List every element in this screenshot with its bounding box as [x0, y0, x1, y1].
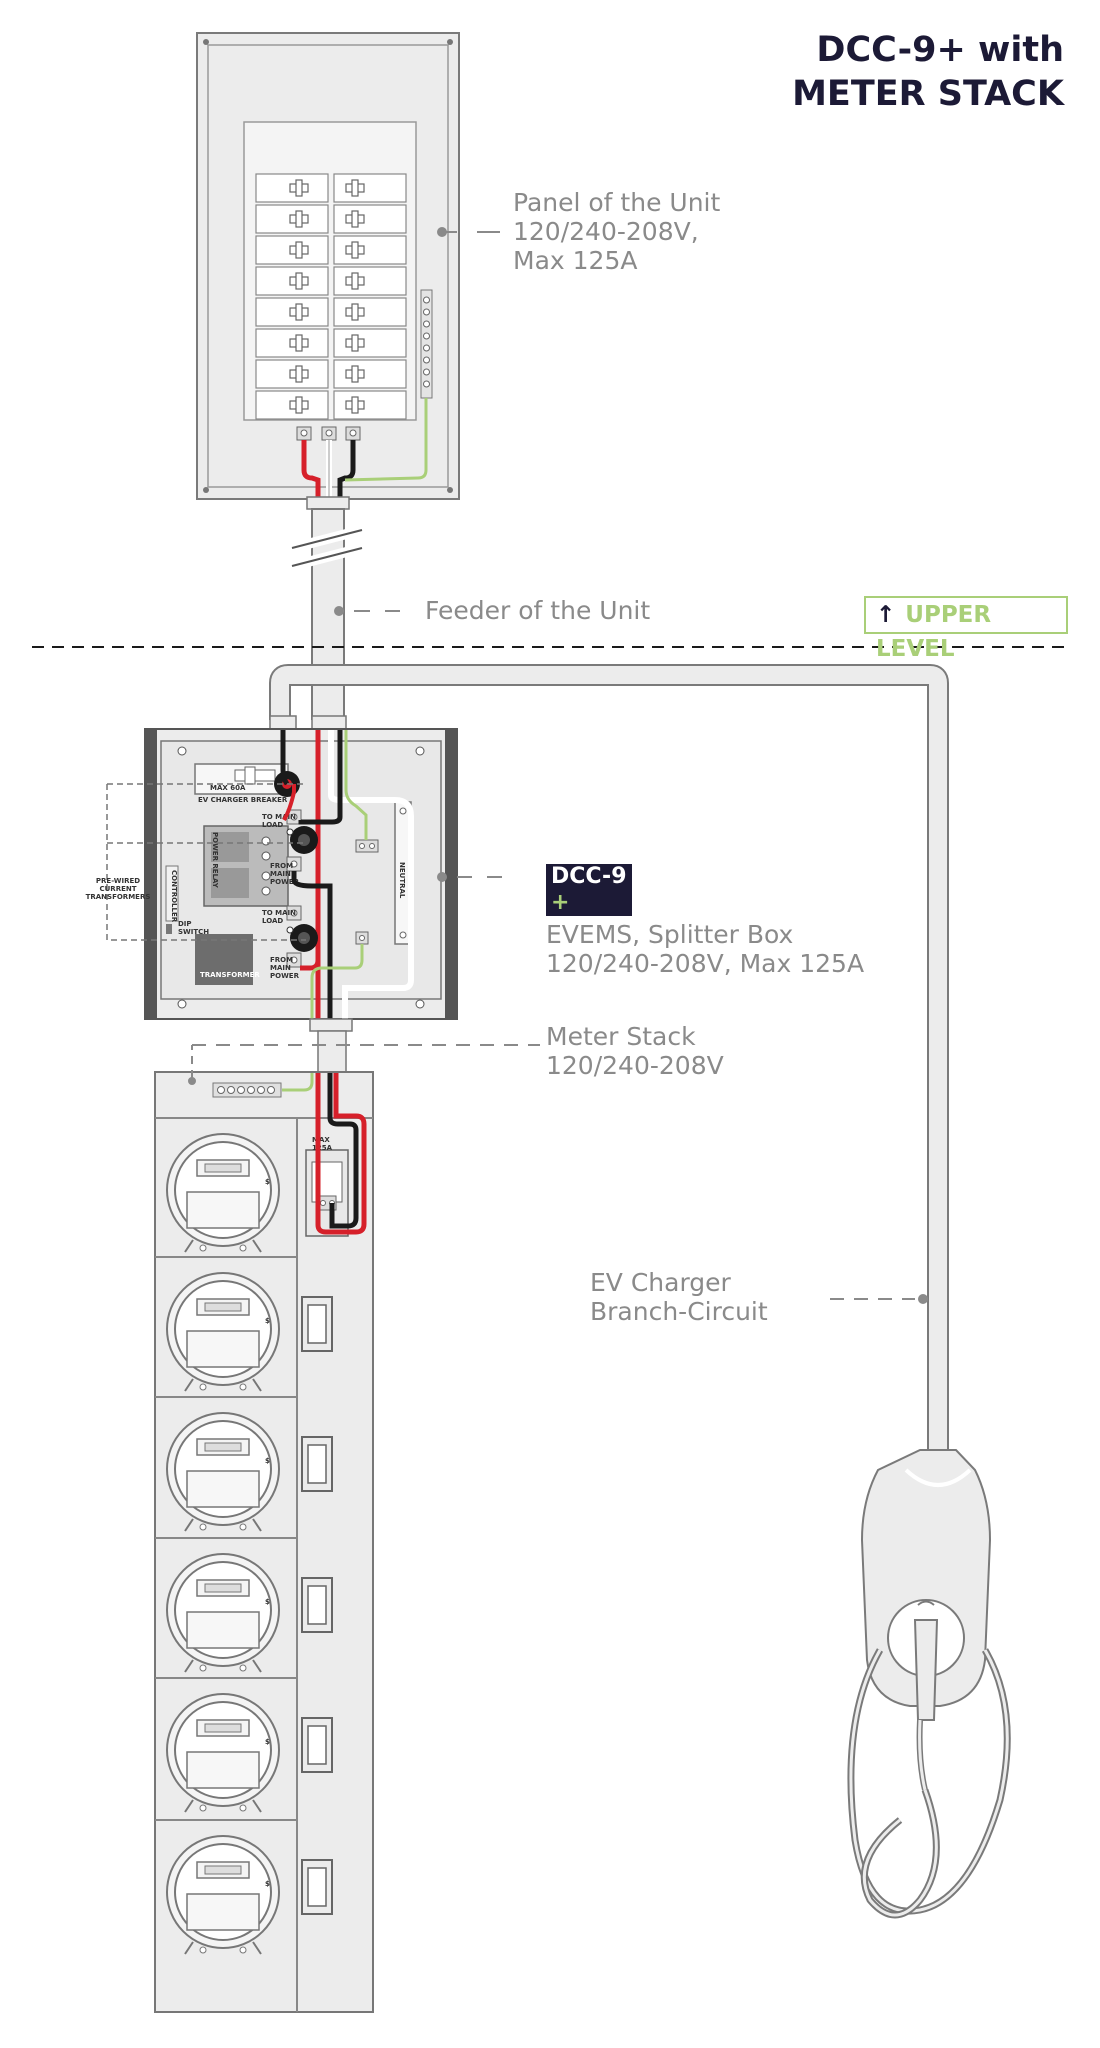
breaker-toggle: [295, 303, 303, 321]
breaker-toggle: [351, 334, 359, 352]
breaker-toggle: [351, 179, 359, 197]
meter-breaker: [301, 1577, 333, 1633]
breaker-toggle: [351, 303, 359, 321]
breaker-toggle: [351, 365, 359, 383]
panel-callout: Panel of the Unit 120/240-208V, Max 125A: [513, 188, 720, 275]
ev-breaker-label: EV CHARGER BREAKER: [198, 796, 288, 804]
ev-charger: [847, 1449, 1011, 1919]
feeder-conduit: [290, 508, 364, 720]
meter-breaker: [301, 1296, 333, 1352]
breaker-toggle: [351, 396, 359, 414]
panel-breakers: [255, 173, 407, 420]
meter-breaker: [301, 1436, 333, 1492]
meter-stack-callout: Meter Stack 120/240-208V: [546, 1022, 724, 1080]
panel-breaker: [333, 204, 407, 234]
controller-label: CONTROLLER: [170, 870, 178, 923]
panel-breaker: [333, 173, 407, 203]
dcc-badge-text: DCC-9: [551, 864, 627, 889]
callout-leaders: [188, 227, 928, 1304]
upper-level-tag: ↑UPPER LEVEL: [864, 596, 1068, 662]
dcc-badge-plus: +: [551, 890, 570, 915]
unit-panel: [196, 32, 460, 510]
panel-callout-line1: Panel of the Unit: [513, 188, 721, 217]
breaker-toggle: [295, 365, 303, 383]
neutral-bar-label: NEUTRAL: [398, 862, 406, 899]
title-line1: DCC-9+ with: [816, 30, 1064, 70]
ev-branch-callout-line2: Branch-Circuit: [590, 1297, 768, 1326]
ev-branch-callout-line1: EV Charger: [590, 1268, 731, 1297]
breaker-toggle: [295, 396, 303, 414]
panel-breaker: [333, 297, 407, 327]
dcc-splitter-box: MAX 60A EV CHARGER BREAKER TRANSFORMER T…: [106, 715, 458, 1032]
dcc-callout-line2: 120/240-208V, Max 125A: [546, 949, 865, 978]
main-lugs: [296, 426, 361, 441]
meter-breaker: [301, 1717, 333, 1773]
upper-level-label: UPPER LEVEL: [876, 602, 992, 662]
panel-breaker: [333, 390, 407, 420]
ev-branch-callout: EV Charger Branch-Circuit: [590, 1268, 768, 1326]
ground-bar: [420, 289, 433, 399]
meter-stack-callout-line1: Meter Stack: [546, 1022, 696, 1051]
panel-breaker: [333, 266, 407, 296]
main-breaker: [305, 1149, 349, 1237]
breaker-toggle: [295, 210, 303, 228]
feeder-callout-line1: Feeder of the Unit: [425, 596, 651, 625]
breaker-toggle: [295, 334, 303, 352]
power-relay-label: POWER RELAY: [211, 832, 219, 889]
page-title: DCC-9+ with METER STACK: [792, 28, 1064, 116]
title-line2: METER STACK: [792, 74, 1064, 114]
panel-breaker: [333, 235, 407, 265]
panel-breaker: [255, 235, 329, 265]
panel-callout-line2: 120/240-208V,: [513, 217, 699, 246]
panel-breaker: [333, 359, 407, 389]
panel-callout-line3: Max 125A: [513, 246, 638, 275]
dcc-callout-line1: EVEMS, Splitter Box: [546, 920, 794, 949]
breaker-toggle: [295, 179, 303, 197]
ct-terminals: [286, 809, 379, 968]
dcc-callout: DCC-9+ EVEMS, Splitter Box 120/240-208V,…: [546, 864, 864, 978]
transformer-label: TRANSFORMER: [200, 971, 260, 979]
panel-breaker: [333, 328, 407, 358]
breaker-toggle: [351, 241, 359, 259]
ct-ring-lower: [286, 924, 318, 952]
breaker-toggle: [351, 210, 359, 228]
feeder-callout: Feeder of the Unit: [425, 596, 650, 625]
dcc-badge: DCC-9+: [546, 864, 632, 916]
breaker-toggle: [295, 241, 303, 259]
breaker-toggle: [295, 272, 303, 290]
meter-breaker: [301, 1859, 333, 1915]
max60a-label: MAX 60A: [210, 784, 246, 792]
breaker-toggle: [351, 272, 359, 290]
meter-stack-callout-line2: 120/240-208V: [546, 1051, 724, 1080]
arrow-up-icon: ↑: [876, 602, 896, 628]
ev-branch-conduit: [269, 664, 949, 1450]
